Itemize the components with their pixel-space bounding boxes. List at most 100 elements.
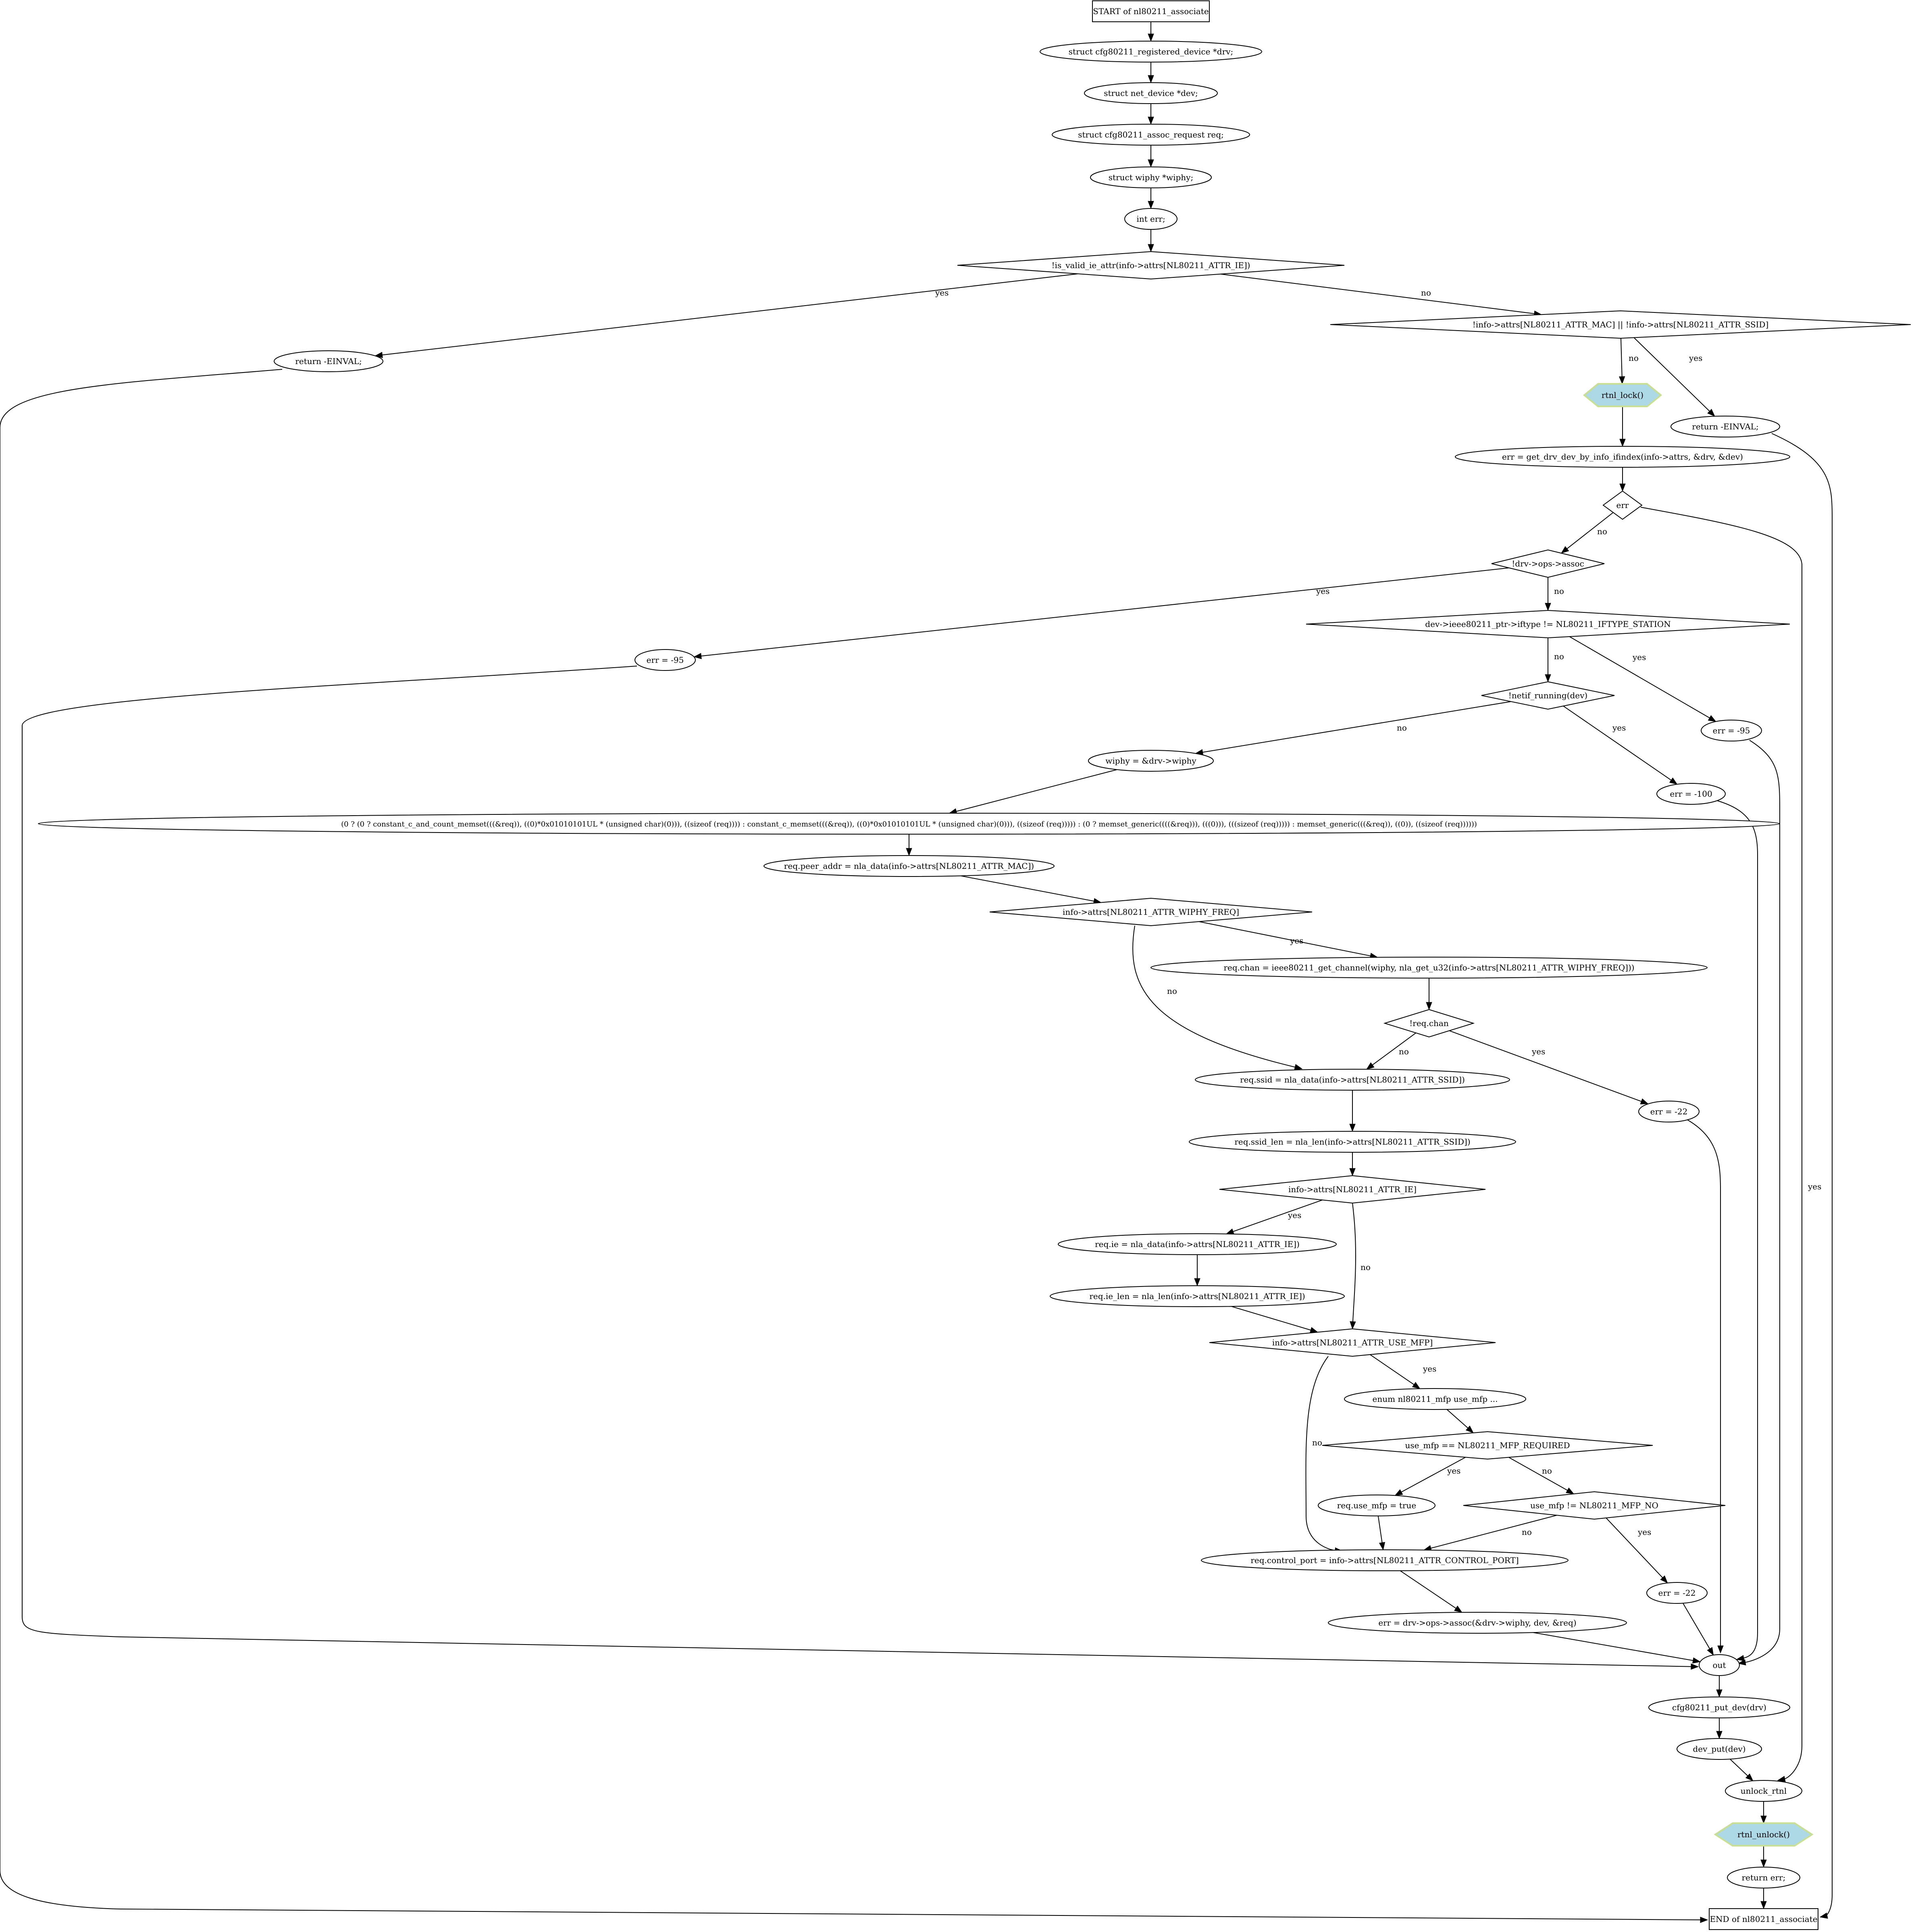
node-d-freq: info->attrs[NL80211_ATTR_WIPHY_FREQ] <box>989 897 1313 926</box>
ellipse-shape <box>274 350 383 372</box>
edge-arrowhead <box>1777 1776 1786 1782</box>
ellipse-shape <box>1725 1780 1802 1802</box>
edge-arrowhead <box>1561 546 1569 554</box>
edge-arrowhead <box>1225 1228 1235 1235</box>
edge-memset-to-peer_addr <box>906 834 912 856</box>
node-d-running: !netif_running(dev) <box>1481 681 1615 710</box>
edge-d_freq-to-ssid <box>1132 925 1303 1070</box>
ellipse-shape <box>1040 41 1262 62</box>
edge-line <box>955 769 1117 812</box>
edge-line <box>1449 1030 1643 1103</box>
edge-arrowhead <box>1366 1062 1375 1070</box>
edge-arrowhead <box>1194 1278 1200 1287</box>
edge-dev_put-to-unlock_rtnl <box>1729 1759 1754 1781</box>
node-drv: struct cfg80211_registered_device *drv; <box>1040 41 1262 62</box>
hexagon-shape <box>1714 1822 1814 1847</box>
edge-d_assoc-to-err95a <box>693 567 1509 659</box>
edge-d_iftype-to-err95b <box>1569 636 1716 722</box>
node-label: return -EINVAL; <box>295 356 362 366</box>
edge-label: no <box>1597 527 1607 536</box>
edge-label: yes <box>1447 1466 1460 1476</box>
node-label: req.chan = ieee80211_get_channel(wiphy, … <box>1223 963 1634 972</box>
node-d-err: err <box>1602 490 1643 520</box>
edge-arrowhead <box>1566 1487 1575 1495</box>
edge-arrowhead <box>1717 1645 1724 1654</box>
edge-arrowhead <box>1691 1663 1699 1670</box>
ellipse-shape <box>1677 1738 1762 1760</box>
edge-line <box>1683 1603 1711 1651</box>
edge-line <box>1640 507 1802 1780</box>
edge-label: yes <box>1423 1364 1436 1374</box>
node-d-mfp-req: use_mfp == NL80211_MFP_REQUIRED <box>1322 1431 1653 1460</box>
edge-arrowhead <box>1379 1542 1386 1551</box>
diamond-shape <box>1602 490 1643 520</box>
node-label: req.use_mfp = true <box>1337 1501 1417 1510</box>
edge-d2-to-ret2 <box>1633 337 1715 417</box>
node-label: info->attrs[NL80211_ATTR_WIPHY_FREQ] <box>1063 907 1239 917</box>
edge-ssid-to-ssid_len <box>1349 1090 1356 1132</box>
diamond-shape <box>1306 610 1790 639</box>
node-d-ie: info->attrs[NL80211_ATTR_IE] <box>1219 1175 1486 1204</box>
edge-label: yes <box>1612 723 1626 733</box>
node-d1: !is_valid_ie_attr(info->attrs[NL80211_AT… <box>957 251 1345 280</box>
edge-err95b-to-out <box>1737 740 1780 1666</box>
edge-line <box>1743 740 1780 1663</box>
node-label: wiphy = &drv->wiphy <box>1105 756 1196 766</box>
edge-line <box>1508 1457 1569 1492</box>
node-label: req.peer_addr = nla_data(info->attrs[NL8… <box>784 861 1034 871</box>
node-label: err = -100 <box>1670 789 1712 799</box>
node-label: !info->attrs[NL80211_ATTR_MAC] || !info-… <box>1473 320 1769 330</box>
node-label: struct wiphy *wiphy; <box>1109 173 1193 182</box>
node-d-assoc: !drv->ops->assoc <box>1491 549 1605 578</box>
diamond-shape <box>1330 310 1911 339</box>
edge-line <box>1199 921 1372 957</box>
ellipse-shape <box>1455 446 1790 468</box>
edge-label: yes <box>1637 1527 1651 1537</box>
edge-arrowhead <box>1716 1689 1723 1698</box>
node-label: START of nl80211_associate <box>1093 6 1209 16</box>
node-memset: (0 ? (0 ? constant_c_and_count_memset(((… <box>38 813 1780 835</box>
ellipse-shape <box>38 813 1780 835</box>
edge-label: no <box>1421 288 1431 298</box>
diamond-shape <box>1463 1491 1726 1520</box>
edge-line <box>1771 433 1833 1917</box>
edge-peer_addr-to-d_freq <box>960 875 1102 904</box>
edge-line <box>1201 701 1511 753</box>
node-ie: req.ie = nla_data(info->attrs[NL80211_AT… <box>1058 1233 1337 1255</box>
diamond-shape <box>1209 1328 1496 1357</box>
node-ret2: return -EINVAL; <box>1671 416 1780 437</box>
edge-d_mfp_req-to-use_mfp_true <box>1394 1457 1466 1496</box>
edge-arrowhead <box>1707 409 1715 417</box>
node-out: out <box>1699 1654 1740 1676</box>
node-err22a: err = -22 <box>1638 1101 1700 1122</box>
edge-line <box>1620 338 1623 379</box>
edge-line <box>1565 512 1614 550</box>
node-rtnl-lock: rtnl_lock() <box>1583 383 1662 407</box>
ellipse-shape <box>1189 1131 1516 1153</box>
node-req: struct cfg80211_assoc_request req; <box>1052 124 1250 146</box>
edge-assoc_call-to-out <box>1533 1632 1701 1664</box>
node-enum-mfp: enum nl80211_mfp use_mfp ... <box>1344 1388 1526 1410</box>
ellipse-shape <box>1052 124 1250 146</box>
ellipse-shape <box>1328 1612 1627 1634</box>
ellipse-shape <box>1671 416 1780 437</box>
edge-err-to-d1 <box>1148 229 1154 252</box>
edge-label: yes <box>1808 1182 1821 1191</box>
edge-line <box>1305 1356 1337 1551</box>
node-label: unlock_rtnl <box>1741 1786 1787 1796</box>
edge-rtnl_lock-to-getdrv <box>1619 406 1626 447</box>
edge-d_err-to-unlock_rtnl <box>1640 507 1802 1782</box>
node-rtnl-unlock: rtnl_unlock() <box>1714 1822 1814 1847</box>
edge-d_err-to-d_assoc <box>1561 512 1614 554</box>
edge-line <box>1633 337 1711 413</box>
node-d-mfp: info->attrs[NL80211_ATTR_USE_MFP] <box>1209 1328 1496 1357</box>
diamond-shape <box>1481 681 1615 710</box>
node-label: err <box>1616 500 1629 510</box>
edge-d_ie-to-d_mfp <box>1350 1203 1356 1330</box>
edge-line <box>1400 1457 1466 1493</box>
node-d-mfp-no: use_mfp != NL80211_MFP_NO <box>1463 1491 1726 1520</box>
node-label: use_mfp != NL80211_MFP_NO <box>1530 1501 1658 1510</box>
edge-label: yes <box>935 288 949 298</box>
edge-label: no <box>1554 652 1564 661</box>
node-end: END of nl80211_associate <box>1709 1908 1818 1930</box>
